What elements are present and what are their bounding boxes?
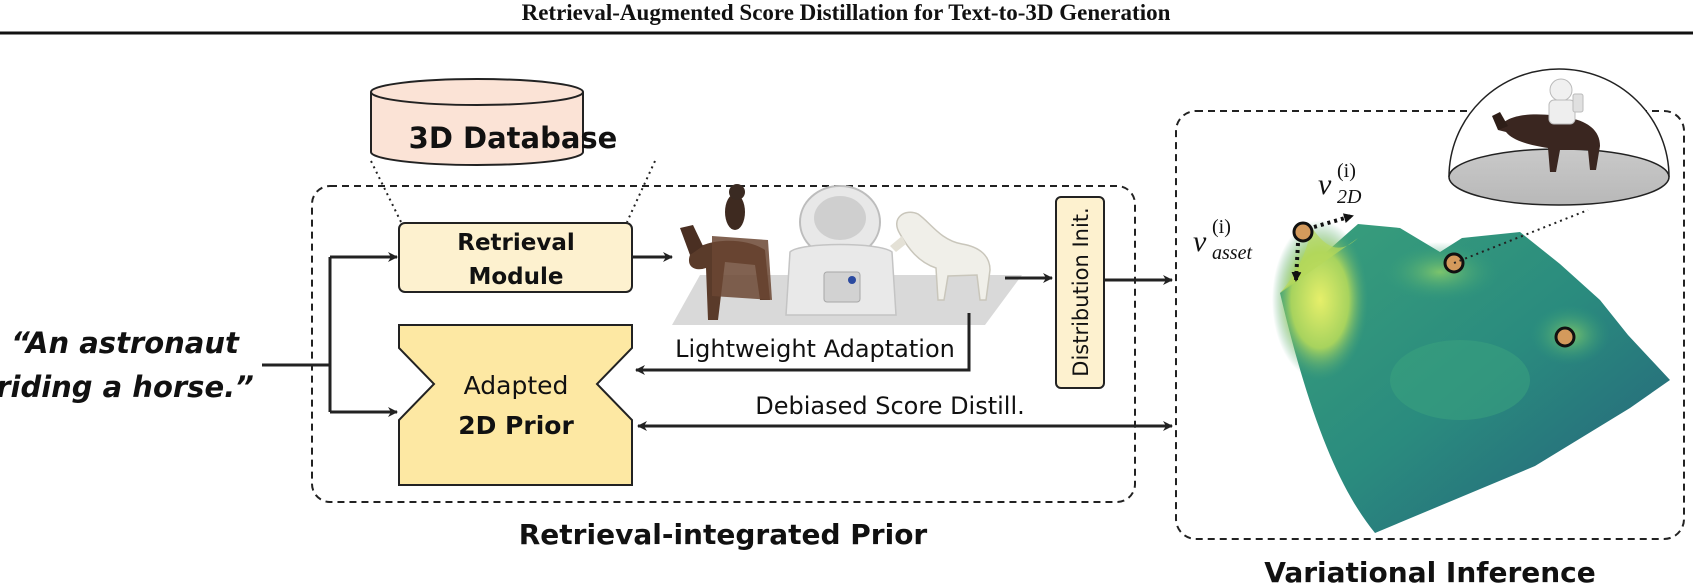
svg-text:asset: asset — [1212, 242, 1252, 264]
svg-text:(i): (i) — [1337, 160, 1356, 182]
lightweight-adaptation-arrow — [635, 313, 971, 375]
dome-horse-icon — [1492, 112, 1600, 172]
dome-astronaut-icon — [1548, 78, 1584, 125]
retrieved-assets — [672, 184, 1022, 325]
retrieval-prior-label: Retrieval-integrated Prior — [519, 518, 928, 551]
prompt-split-arrows — [262, 252, 398, 417]
database-label: 3D Database — [409, 121, 618, 155]
white-horse-icon — [890, 211, 991, 301]
particle-third — [1554, 326, 1576, 348]
header-title: Retrieval-Augmented Score Distillation f… — [522, 0, 1171, 25]
retrieval-prior-group — [311, 185, 1136, 503]
prompt-line-2: riding a horse.” — [0, 370, 254, 404]
variational-label: Variational Inference — [1264, 556, 1596, 585]
svg-text:v: v — [1318, 168, 1332, 201]
svg-text:2D: 2D — [1337, 186, 1362, 208]
svg-text:(i): (i) — [1212, 216, 1231, 238]
debiased-score-label: Debiased Score Distill. — [755, 392, 1025, 420]
svg-text:v: v — [1193, 225, 1207, 258]
particle-asset — [1292, 221, 1314, 243]
prior-line-1: Adapted — [464, 371, 569, 400]
v-2d-label: v (i) 2D — [1318, 160, 1362, 208]
adapted-prior-shape — [398, 324, 633, 486]
distribution-init-box — [1055, 196, 1105, 389]
variational-group — [1175, 110, 1685, 540]
lightweight-adaptation-label: Lightweight Adaptation — [675, 335, 955, 363]
retrieval-module-line-2: Module — [468, 264, 563, 290]
dome-zoom-line — [1453, 209, 1589, 264]
horse-rider-icon — [680, 184, 772, 320]
distribution-init-label: Distribution Init. — [1069, 207, 1093, 376]
database-zoom-lines — [370, 160, 656, 223]
score-landscape — [1272, 220, 1670, 533]
dome-render — [1448, 68, 1670, 206]
v-asset-label: v (i) asset — [1193, 216, 1252, 264]
astronaut-icon — [785, 185, 897, 316]
database-cylinder — [370, 78, 584, 166]
prompt-line-1: “An astronaut — [11, 326, 240, 360]
retrieval-module-line-1: Retrieval — [457, 230, 575, 256]
v-asset-arrow — [1291, 242, 1302, 282]
prior-line-2: 2D Prior — [458, 411, 574, 440]
